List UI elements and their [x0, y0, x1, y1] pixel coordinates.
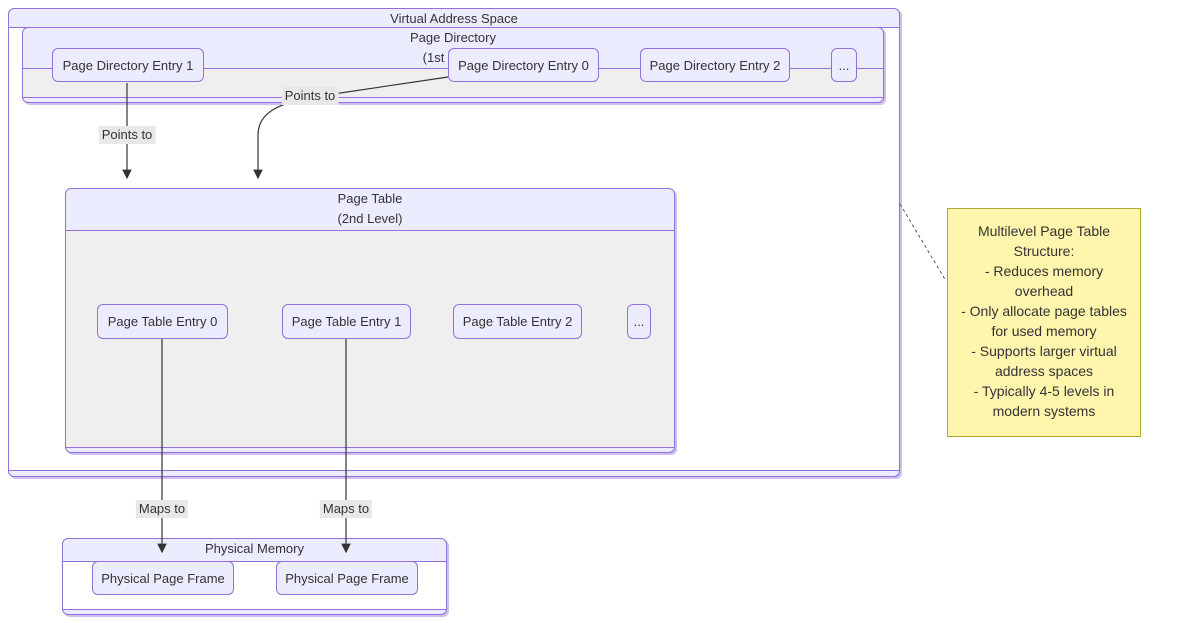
note-line: - Typically 4-5 levels in: [973, 383, 1115, 399]
note-connector-line: [899, 203, 947, 282]
physical-memory-title: Physical Memory: [205, 541, 304, 556]
note-multilevel-structure: Multilevel Page Table Structure: - Reduc…: [947, 208, 1141, 437]
page-table-body: [66, 230, 674, 448]
node-page-directory-entry-2: Page Directory Entry 2: [640, 48, 790, 82]
edge-label-points-to-2: Points to: [281, 87, 339, 105]
note-line: - Reduces memory: [984, 263, 1104, 279]
node-physical-page-frame-2: Physical Page Frame: [276, 561, 418, 595]
note-line: for used memory: [991, 323, 1097, 339]
node-page-table-entry-0: Page Table Entry 0: [97, 304, 228, 339]
node-page-table-entry-2: Page Table Entry 2: [453, 304, 582, 339]
edge-label-maps-to-1: Maps to: [135, 500, 189, 518]
note-line: - Only allocate page tables: [961, 303, 1127, 319]
page-directory-title: Page Directory: [410, 30, 496, 45]
node-page-table-entry-1: Page Table Entry 1: [282, 304, 411, 339]
node-page-directory-entry-0: Page Directory Entry 0: [448, 48, 599, 82]
node-page-directory-ellipsis: ...: [831, 48, 857, 82]
note-line: address spaces: [994, 363, 1094, 379]
node-page-table-ellipsis: ...: [627, 304, 651, 339]
node-page-directory-entry-1: Page Directory Entry 1: [52, 48, 204, 82]
page-table-subtitle: (2nd Level): [337, 211, 403, 226]
note-line: Structure:: [1013, 243, 1075, 259]
edge-label-maps-to-2: Maps to: [319, 500, 373, 518]
note-line: modern systems: [992, 403, 1096, 419]
virtual-address-space-title: Virtual Address Space: [390, 11, 518, 26]
page-table-title: Page Table: [337, 191, 403, 206]
note-line: overhead: [1014, 283, 1074, 299]
note-line: Multilevel Page Table: [977, 223, 1111, 239]
node-physical-page-frame-1: Physical Page Frame: [92, 561, 234, 595]
edge-label-points-to-1: Points to: [98, 126, 156, 144]
note-line: - Supports larger virtual: [971, 343, 1117, 359]
